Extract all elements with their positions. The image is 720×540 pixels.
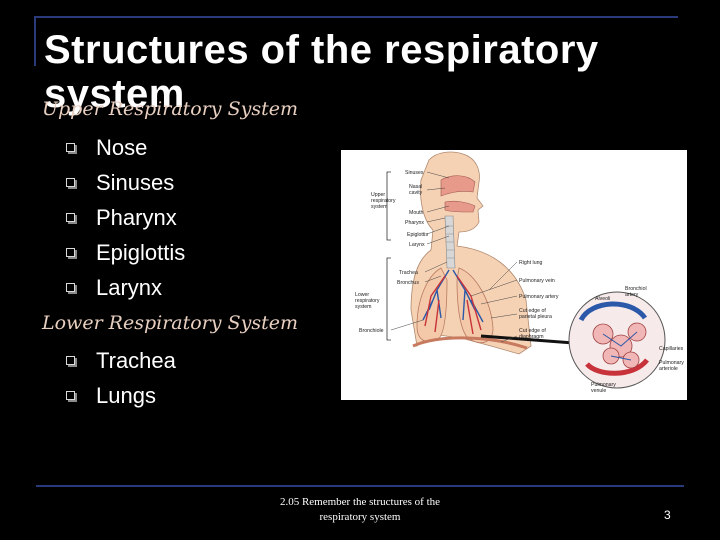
- label-epiglottis: Epiglottis: [407, 232, 428, 238]
- alveoli-cluster: [578, 301, 649, 376]
- slide-page-number: 3: [664, 508, 671, 522]
- mouth-shape: [444, 200, 476, 213]
- label-diaphragm-2: diaphragm: [519, 334, 544, 340]
- list-item-label: Lungs: [96, 383, 156, 408]
- label-mouth: Mouth: [409, 210, 424, 216]
- label-upper-1: Upper: [371, 192, 385, 198]
- respiratory-system-illustration: Sinuses Nasal cavity Upper respiratory s…: [341, 150, 687, 400]
- label-bronchus: Bronchus: [397, 280, 419, 286]
- label-pulmonary-artery: Pulmonary artery: [519, 294, 559, 300]
- pulmonary-vessels: [422, 269, 484, 335]
- label-right-lung: Right lung: [519, 260, 542, 266]
- checkbox-bullet-icon: [66, 391, 77, 402]
- list-item-pharynx: Pharynx: [66, 200, 185, 235]
- label-terminal-1: Bronchiol: [625, 286, 647, 292]
- label-diaphragm-1: Cut edge of: [519, 328, 546, 334]
- list-item-larynx: Larynx: [66, 270, 185, 305]
- list-item-label: Nose: [96, 135, 148, 160]
- respiratory-anatomy-figure: Sinuses Nasal cavity Upper respiratory s…: [355, 151, 684, 394]
- label-venule-1: Pulmonary: [591, 382, 616, 388]
- label-pharynx: Pharynx: [405, 220, 424, 226]
- label-trachea: Trachea: [399, 270, 418, 276]
- title-frame-left: [34, 16, 36, 66]
- label-upper-2: respiratory: [371, 198, 396, 204]
- right-lung-shape: [456, 267, 494, 344]
- lower-respiratory-list: Trachea Lungs: [66, 343, 176, 413]
- list-item-trachea: Trachea: [66, 343, 176, 378]
- label-pulm-art-1: Pulmonary: [659, 360, 684, 366]
- label-nasal-2: cavity: [409, 190, 423, 196]
- label-pleura-1: Cut edge of: [519, 308, 546, 314]
- label-nasal-1: Nasal: [409, 184, 422, 190]
- upper-respiratory-heading: Upper Respiratory System: [42, 98, 298, 120]
- label-larynx: Larynx: [409, 242, 425, 248]
- upper-system-bracket: [386, 171, 391, 241]
- footer-caption-line-2: respiratory system: [319, 511, 401, 523]
- label-lower-2: respiratory: [355, 298, 380, 304]
- label-sinuses: Sinuses: [405, 170, 424, 176]
- label-pleura-2: parietal pleura: [519, 314, 552, 320]
- label-leader-lines: [390, 171, 518, 343]
- list-item-label: Sinuses: [96, 170, 175, 195]
- list-item-label: Larynx: [96, 275, 163, 300]
- list-item-nose: Nose: [66, 130, 185, 165]
- label-pulmonary-vein: Pulmonary vein: [519, 278, 555, 284]
- lower-respiratory-heading: Lower Respiratory System: [42, 312, 298, 334]
- list-item-label: Trachea: [96, 348, 176, 373]
- checkbox-bullet-icon: [66, 248, 77, 259]
- checkbox-bullet-icon: [66, 178, 77, 189]
- checkbox-bullet-icon: [66, 213, 77, 224]
- footer-caption: 2.05 Remember the structures of the resp…: [250, 495, 470, 525]
- slide-title: Structures of the respiratory system: [44, 28, 599, 116]
- label-pulm-art-2: arteriole: [659, 366, 678, 372]
- label-capillaries: Capillaries: [659, 346, 684, 352]
- diaphragm-shape: [412, 336, 528, 350]
- list-item-sinuses: Sinuses: [66, 165, 185, 200]
- label-upper-3: system: [371, 204, 387, 210]
- nasal-cavity-shape: [440, 175, 476, 197]
- list-item-label: Epiglottis: [96, 240, 186, 265]
- checkbox-bullet-icon: [66, 356, 77, 367]
- label-lower-1: Lower: [355, 292, 369, 298]
- footer-caption-line-1: 2.05 Remember the structures of the: [279, 496, 441, 508]
- list-item-label: Pharynx: [96, 205, 177, 230]
- label-venule-2: venule: [591, 388, 606, 394]
- checkbox-bullet-icon: [66, 143, 77, 154]
- label-terminal-2: artery: [625, 292, 639, 298]
- list-item-epiglottis: Epiglottis: [66, 235, 185, 270]
- label-lower-3: system: [355, 304, 371, 310]
- label-bronchiole: Bronchiole: [359, 328, 384, 334]
- lower-system-bracket: [386, 257, 391, 341]
- title-frame-top: [36, 16, 678, 18]
- checkbox-bullet-icon: [66, 283, 77, 294]
- upper-respiratory-list: Nose Sinuses Pharynx Epiglottis Larynx: [66, 130, 185, 305]
- footer-divider: [36, 485, 684, 487]
- label-alveoli: Alveoli: [595, 296, 610, 302]
- list-item-lungs: Lungs: [66, 378, 176, 413]
